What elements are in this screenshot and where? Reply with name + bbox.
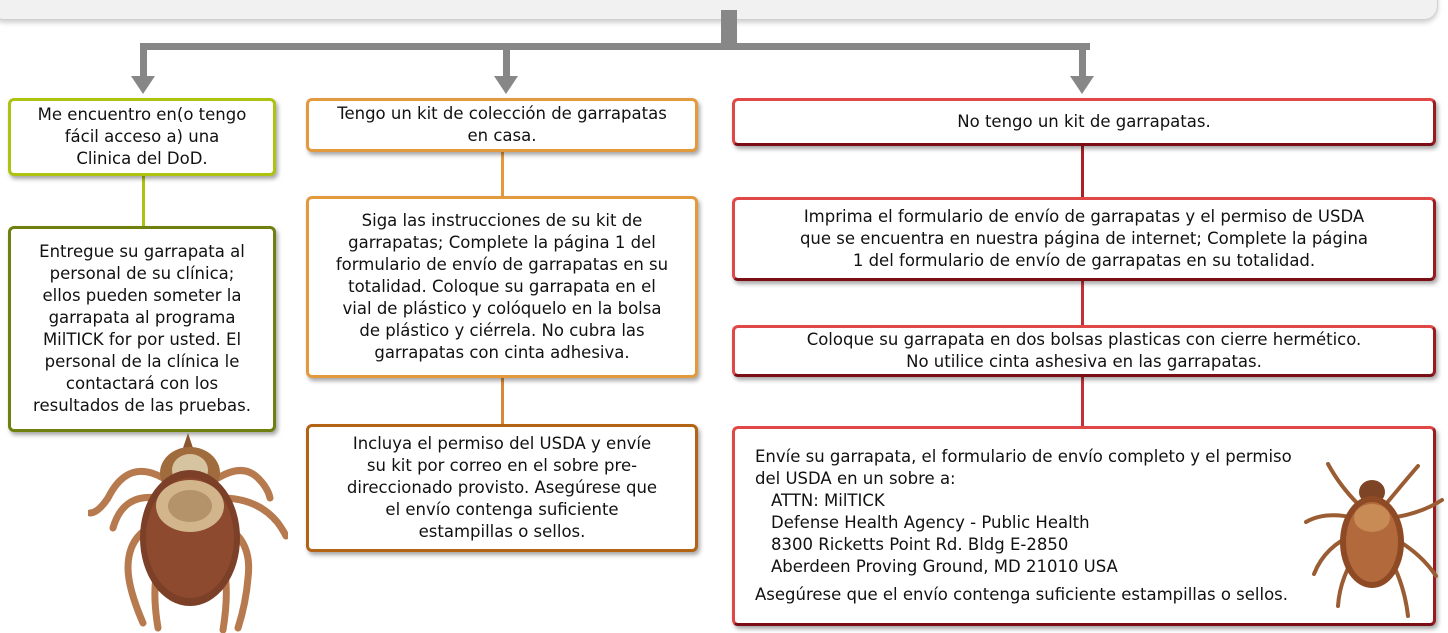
- text-line: MilTICK for por usted. El: [42, 330, 242, 349]
- top-banner: [0, 0, 1438, 20]
- text-line: del USDA en un sobre a:: [755, 469, 956, 488]
- text-line: No tengo un kit de garrapatas.: [957, 112, 1211, 131]
- text-line: Incluya el permiso del USDA y envíe: [352, 434, 652, 453]
- text-line: Me encuentro en(o tengo: [37, 105, 247, 124]
- text-line: de plástico y ciérrela. No cubra las: [359, 321, 645, 340]
- text-line: Siga las instrucciones de su kit de: [361, 211, 643, 230]
- address-line: Defense Health Agency - Public Health: [771, 513, 1090, 532]
- right-step-connector-2: [1081, 281, 1084, 325]
- text-line: el envío contenga suficiente: [385, 500, 619, 519]
- branch-drop-left: [140, 43, 147, 77]
- text-line: que se encuentra en nuestra página de in…: [799, 229, 1369, 248]
- branch-drop-middle: [503, 43, 510, 77]
- text-line: en casa.: [467, 126, 537, 145]
- arrow-right-icon: [1070, 76, 1094, 94]
- address-line: Aberdeen Proving Ground, MD 21010 USA: [771, 557, 1118, 576]
- tick-photo-right: [1304, 462, 1444, 618]
- text-line: Clinica del DoD.: [76, 149, 208, 168]
- tick-photo-left: [88, 433, 288, 633]
- left-box-clinic-submit: Entregue su garrapata al personal de su …: [8, 226, 276, 432]
- address-line: 8300 Ricketts Point Rd. Bldg E-2850: [771, 535, 1069, 554]
- right-box-print-form: Imprima el formulario de envío de garrap…: [732, 197, 1436, 281]
- text-line: garrapatas; Complete la página 1 del: [348, 233, 656, 252]
- right-box-bag-tick: Coloque su garrapata en dos bolsas plast…: [732, 325, 1436, 377]
- text-line: 1 del formulario de envío de garrapatas …: [852, 251, 1316, 270]
- text-line: estampillas o sellos.: [418, 522, 586, 541]
- text-line: totalidad. Coloque su garrapata en el: [348, 277, 656, 296]
- text-line: Asegúrese que el envío contenga suficien…: [755, 585, 1289, 604]
- text-line: fácil acceso a) una: [64, 127, 220, 146]
- middle-box-kit-instructions: Siga las instrucciones de su kit de garr…: [306, 196, 698, 378]
- middle-step-connector-2: [501, 378, 504, 424]
- middle-box-mail-kit: Incluya el permiso del USDA y envíe su k…: [306, 424, 698, 552]
- text-line: Coloque su garrapata en dos bolsas plast…: [806, 330, 1362, 349]
- text-line: resultados de las pruebas.: [33, 396, 251, 415]
- right-box-mail-address: Envíe su garrapata, el formulario de env…: [732, 426, 1436, 626]
- left-box-clinic-access: Me encuentro en(o tengo fácil acceso a) …: [8, 98, 276, 176]
- text-line: garrapata al programa: [48, 308, 236, 327]
- text-line: garrapatas con cinta adhesiva.: [374, 343, 630, 362]
- text-line: formulario de envío de garrapatas en su: [335, 255, 669, 274]
- trunk-connector: [721, 10, 737, 46]
- text-line: personal de la clínica le: [44, 352, 240, 371]
- right-step-connector-3: [1081, 376, 1084, 426]
- text-line: Entregue su garrapata al: [39, 242, 245, 261]
- middle-box-have-kit: Tengo un kit de colección de garrapatas …: [306, 98, 698, 152]
- address-line: ATTN: MilTICK: [771, 491, 885, 510]
- branch-connector: [140, 43, 1090, 50]
- left-step-connector: [142, 176, 145, 228]
- text-line: Envíe su garrapata, el formulario de env…: [755, 447, 1292, 466]
- text-line: personal de su clínica;: [49, 264, 235, 283]
- middle-step-connector-1: [501, 150, 504, 196]
- arrow-left-icon: [131, 76, 155, 94]
- right-step-connector-1: [1081, 145, 1084, 197]
- text-line: Imprima el formulario de envío de garrap…: [803, 207, 1365, 226]
- text-line: vial de plástico y colóquelo en la bolsa: [342, 299, 662, 318]
- text-line: ellos pueden someter la: [42, 286, 242, 305]
- branch-drop-right: [1079, 43, 1086, 77]
- right-box-no-kit: No tengo un kit de garrapatas.: [732, 98, 1436, 146]
- text-line: su kit por correo en el sobre pre-: [366, 456, 638, 475]
- text-line: direccionado provisto. Asegúrese que: [346, 478, 658, 497]
- arrow-middle-icon: [494, 76, 518, 94]
- text-line: contactará con los: [65, 374, 219, 393]
- text-line: No utilice cinta ashesiva en las garrapa…: [906, 352, 1262, 371]
- text-line: Tengo un kit de colección de garrapatas: [337, 104, 667, 123]
